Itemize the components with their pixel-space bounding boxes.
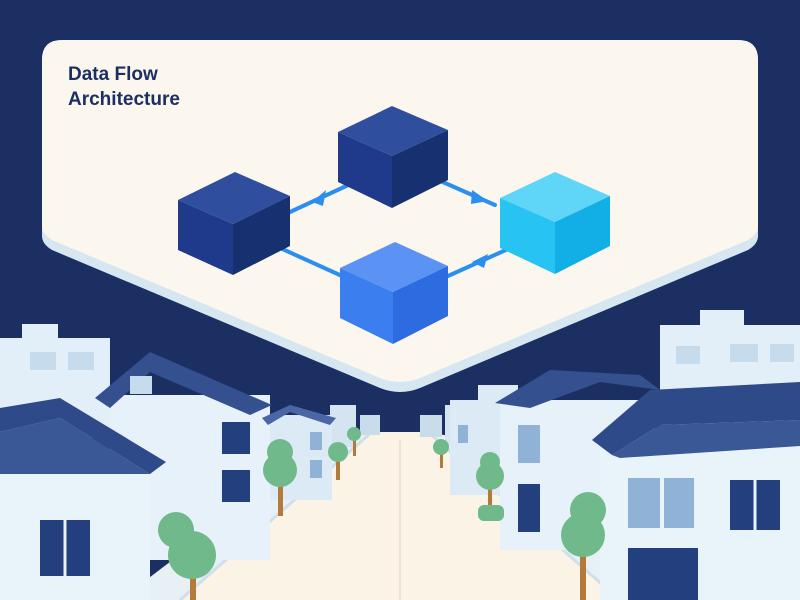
cube-right-face bbox=[392, 130, 448, 208]
cube-left-face bbox=[178, 200, 233, 275]
roof-right-front bbox=[592, 382, 800, 455]
cube-left-face bbox=[338, 132, 392, 208]
window bbox=[676, 346, 700, 364]
roof-left-front bbox=[0, 398, 166, 474]
tree-canopy bbox=[328, 442, 348, 462]
cube-left-face bbox=[340, 268, 393, 344]
roof-left-small bbox=[262, 405, 336, 425]
tree-trunk bbox=[488, 480, 492, 516]
cube-top-face bbox=[338, 106, 448, 156]
far-building bbox=[360, 415, 380, 435]
tree bbox=[328, 442, 348, 480]
node-sink bbox=[500, 172, 610, 274]
tree-canopy bbox=[158, 512, 194, 548]
window bbox=[310, 432, 322, 450]
tree-trunk bbox=[440, 452, 443, 468]
tree bbox=[433, 439, 449, 468]
window bbox=[30, 352, 56, 370]
cube-right-face bbox=[233, 196, 290, 275]
roof-tiles-right-front bbox=[612, 420, 800, 458]
window bbox=[664, 478, 694, 528]
tree-canopy bbox=[570, 492, 606, 528]
tree-trunk bbox=[353, 440, 356, 456]
tree-canopy bbox=[347, 427, 361, 441]
window bbox=[628, 548, 698, 600]
tree-canopy bbox=[433, 439, 449, 455]
arrowhead-source-top bbox=[312, 190, 326, 206]
diagram-title-line-1: Data Flow bbox=[68, 64, 158, 85]
node-bottom bbox=[340, 242, 448, 344]
cube-top-face bbox=[178, 172, 290, 224]
cube-right-face bbox=[393, 266, 448, 344]
arrowhead-bottom-sink bbox=[472, 254, 488, 268]
tree bbox=[347, 427, 361, 456]
tree-canopy bbox=[480, 452, 500, 472]
tree-canopy bbox=[267, 439, 293, 465]
diagram-panel bbox=[42, 40, 758, 392]
window bbox=[130, 376, 152, 394]
hedge bbox=[478, 505, 504, 521]
tree bbox=[263, 439, 297, 516]
cube-left-face bbox=[500, 198, 555, 274]
cube-top-face bbox=[500, 172, 610, 222]
building-right-far bbox=[700, 310, 744, 330]
window bbox=[222, 422, 250, 454]
roof-tiles-left-front bbox=[0, 418, 150, 474]
node-source bbox=[178, 172, 290, 275]
cube-top-face bbox=[340, 242, 448, 292]
window bbox=[310, 460, 322, 478]
tree-trunk bbox=[278, 480, 283, 516]
diagram-title: Data Flow Architecture bbox=[68, 62, 180, 112]
tree-trunk bbox=[336, 456, 340, 480]
tree-trunk bbox=[580, 535, 586, 600]
building-left-far bbox=[22, 324, 58, 344]
window bbox=[222, 470, 250, 502]
roof-left-mid bbox=[95, 352, 272, 415]
window bbox=[628, 478, 660, 528]
node-top bbox=[338, 106, 448, 208]
window bbox=[518, 425, 540, 463]
roof-right-mid bbox=[495, 370, 660, 408]
window bbox=[68, 352, 94, 370]
far-building bbox=[420, 415, 442, 437]
diagram-title-line-2: Architecture bbox=[68, 89, 180, 110]
tree bbox=[158, 512, 216, 600]
town-scene bbox=[0, 310, 800, 600]
tree bbox=[476, 452, 504, 516]
window bbox=[518, 484, 540, 532]
window bbox=[730, 344, 758, 362]
cube-right-face bbox=[555, 196, 610, 274]
panel-body bbox=[42, 40, 758, 382]
arrowhead-top-sink bbox=[471, 190, 488, 204]
window bbox=[770, 344, 794, 362]
tree bbox=[561, 492, 606, 600]
window bbox=[458, 425, 468, 443]
